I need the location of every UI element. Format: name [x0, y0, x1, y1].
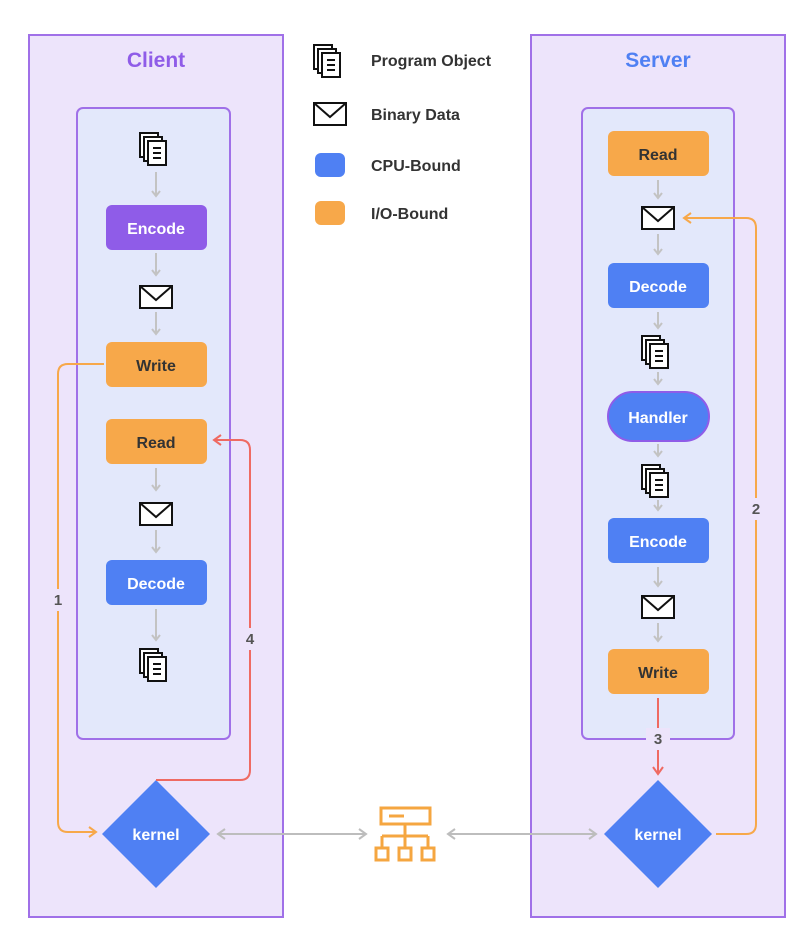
client-program-object-icon-bottom — [139, 648, 167, 682]
client-read-label: Read — [136, 435, 175, 452]
legend: Program Object Binary Data CPU-Bound I/O… — [313, 44, 492, 225]
edge-label-2: 2 — [752, 501, 760, 518]
legend-io-bound: I/O-Bound — [371, 206, 448, 223]
client-decode-node[interactable]: Decode — [106, 560, 207, 605]
edge-label-4: 4 — [246, 631, 255, 648]
edge-2-server-kernel-to-binary — [682, 212, 757, 835]
client-decode-label: Decode — [127, 576, 185, 593]
client-write-label: Write — [136, 358, 176, 375]
server-binary-data-icon-2 — [641, 595, 675, 619]
server-program-object-icon-2 — [641, 464, 669, 498]
client-title: Client — [127, 49, 185, 72]
server-program-object-icon-1 — [641, 335, 669, 369]
server-encode-label: Encode — [629, 534, 687, 551]
server-handler-label: Handler — [628, 410, 688, 427]
server-write-node[interactable]: Write — [608, 649, 709, 694]
server-encode-node[interactable]: Encode — [608, 518, 709, 563]
client-encode-node[interactable]: Encode — [106, 205, 207, 250]
server-read-node[interactable]: Read — [608, 131, 709, 176]
server-kernel-label: kernel — [634, 827, 681, 844]
server-write-label: Write — [638, 665, 678, 682]
legend-cpu-bound: CPU-Bound — [371, 158, 461, 175]
server-kernel-node[interactable]: kernel — [604, 780, 712, 888]
legend-binary-data: Binary Data — [371, 107, 460, 124]
edge-4-client-kernel-to-read — [156, 434, 251, 781]
legend-program-object: Program Object — [371, 53, 492, 70]
cpu-bound-swatch — [315, 153, 345, 177]
client-write-node[interactable]: Write — [106, 342, 207, 387]
server-read-label: Read — [638, 147, 677, 164]
server-title: Server — [625, 49, 690, 72]
server-binary-data-icon-1 — [641, 206, 675, 230]
network-switch-icon — [374, 806, 436, 862]
edge-label-3: 3 — [654, 731, 662, 748]
client-kernel-label: kernel — [132, 827, 179, 844]
client-kernel-node[interactable]: kernel — [102, 780, 210, 888]
io-bound-swatch — [315, 201, 345, 225]
client-binary-data-icon-2 — [139, 502, 173, 526]
client-program-object-icon-top — [139, 132, 167, 166]
server-decode-label: Decode — [629, 279, 687, 296]
client-encode-label: Encode — [127, 221, 185, 238]
server-handler-node[interactable]: Handler — [607, 391, 710, 442]
server-decode-node[interactable]: Decode — [608, 263, 709, 308]
client-binary-data-icon-1 — [139, 285, 173, 309]
edge-label-1: 1 — [54, 592, 62, 609]
program-object-icon — [313, 44, 341, 78]
client-read-node[interactable]: Read — [106, 419, 207, 464]
binary-data-icon — [313, 102, 347, 126]
